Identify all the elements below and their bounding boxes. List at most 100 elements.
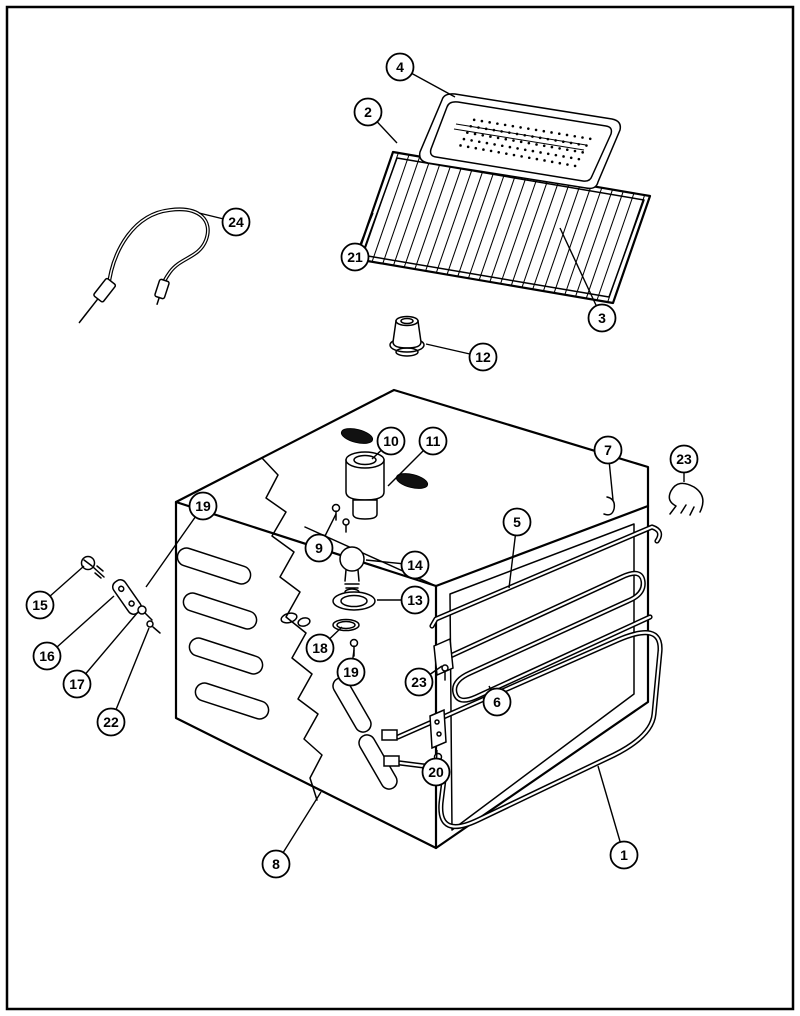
callout-leader-line	[145, 505, 204, 588]
page-border	[5, 5, 795, 1011]
callout-number: 23	[676, 451, 692, 467]
callout-number: 14	[407, 557, 423, 573]
oven-cavity-box	[174, 388, 650, 850]
callout-circle	[25, 590, 55, 620]
probe-connector	[154, 278, 170, 305]
callout-23: 23	[669, 444, 699, 482]
callout-21: 21	[340, 212, 374, 272]
bake-element-terminal	[383, 755, 400, 767]
cavity-opening-inner-frame	[449, 523, 635, 831]
callout-circle	[385, 52, 415, 82]
callout-number: 16	[39, 648, 55, 664]
broiler-pan-perforations	[459, 118, 592, 168]
mount-hole	[280, 612, 298, 624]
screw-17	[137, 605, 153, 621]
support-rod-hook	[603, 496, 616, 516]
top-vent-opening	[340, 428, 374, 444]
callout-circle	[340, 242, 370, 272]
callout-circle	[482, 687, 512, 717]
broil-element-bracket	[433, 637, 454, 677]
callout-number: 15	[32, 597, 48, 613]
callout-number: 18	[312, 640, 328, 656]
callout-23: 23	[404, 665, 443, 697]
callout-circle	[669, 444, 699, 474]
callout-leader-line	[559, 227, 603, 319]
callout-number: 9	[315, 540, 323, 556]
light-lens-ring	[332, 591, 376, 611]
callout-circle	[609, 840, 639, 870]
grommet-cap	[389, 315, 425, 357]
broil-bracket-screw	[441, 664, 449, 681]
callout-leader-line	[597, 765, 625, 856]
callout-number: 20	[428, 764, 444, 780]
callout-number: 19	[195, 498, 211, 514]
callout-circle	[418, 426, 448, 456]
callout-18: 18	[305, 626, 343, 663]
screw-15	[80, 555, 105, 579]
callout-circle	[261, 849, 291, 879]
callout-number: 19	[343, 664, 359, 680]
callout-number: 5	[513, 514, 521, 530]
callout-circle	[336, 657, 366, 687]
callout-17: 17	[62, 611, 139, 699]
callout-circle	[593, 435, 623, 465]
callout-circle	[376, 426, 406, 456]
callout-circle	[304, 533, 334, 563]
oven-light-bulb	[339, 546, 365, 596]
callout-number: 17	[69, 676, 85, 692]
screw-22	[146, 620, 161, 634]
callout-leader-line	[46, 595, 115, 657]
oven-sensor-probe	[78, 207, 210, 324]
callout-11: 11	[387, 426, 448, 487]
callout-circle	[468, 342, 498, 372]
callout-6: 6	[482, 685, 512, 717]
latch-hardware-group	[80, 555, 161, 634]
callout-circle	[404, 667, 434, 697]
callout-10: 10	[371, 426, 406, 460]
callout-number: 8	[272, 856, 280, 872]
callout-circle	[400, 585, 430, 615]
callout-13: 13	[377, 585, 430, 615]
mount-hole	[297, 617, 311, 627]
callout-circle	[305, 633, 335, 663]
callout-14: 14	[365, 550, 430, 580]
callout-3: 3	[559, 227, 617, 333]
callout-number: 11	[426, 433, 441, 449]
callout-circle	[421, 757, 451, 787]
bake-element	[381, 633, 660, 827]
callout-number: 3	[598, 310, 606, 326]
callout-number: 21	[347, 249, 363, 265]
callout-circle	[96, 707, 126, 737]
callout-circle	[32, 641, 62, 671]
callout-circle	[62, 669, 92, 699]
callout-22: 22	[96, 627, 150, 737]
callout-leader-line	[76, 611, 139, 685]
callout-number: 10	[383, 433, 399, 449]
socket-screws	[331, 503, 350, 533]
callout-circle	[587, 303, 617, 333]
callout-number: 22	[103, 714, 119, 730]
callout-number: 2	[364, 104, 372, 120]
oven-rack-wires	[360, 152, 646, 303]
callout-number: 7	[604, 442, 612, 458]
callout-20: 20	[421, 749, 451, 787]
cutaway-torn-edge	[261, 457, 323, 801]
lens-gasket	[332, 618, 360, 632]
callout-circle	[353, 97, 383, 127]
callout-leader-line	[110, 627, 150, 723]
callout-7: 7	[593, 435, 623, 501]
callout-19: 19	[336, 649, 366, 687]
callout-19: 19	[145, 491, 218, 588]
light-socket-housing	[345, 451, 385, 520]
callout-9: 9	[304, 513, 337, 563]
callout-1: 1	[597, 765, 639, 870]
callout-4: 4	[385, 52, 456, 98]
callout-number: 23	[411, 674, 427, 690]
probe-plug	[78, 277, 117, 324]
callout-circle	[400, 550, 430, 580]
callout-16: 16	[32, 595, 115, 671]
callout-number: 13	[407, 592, 423, 608]
bake-element-terminal	[381, 729, 398, 741]
broiler-pan	[418, 93, 622, 190]
